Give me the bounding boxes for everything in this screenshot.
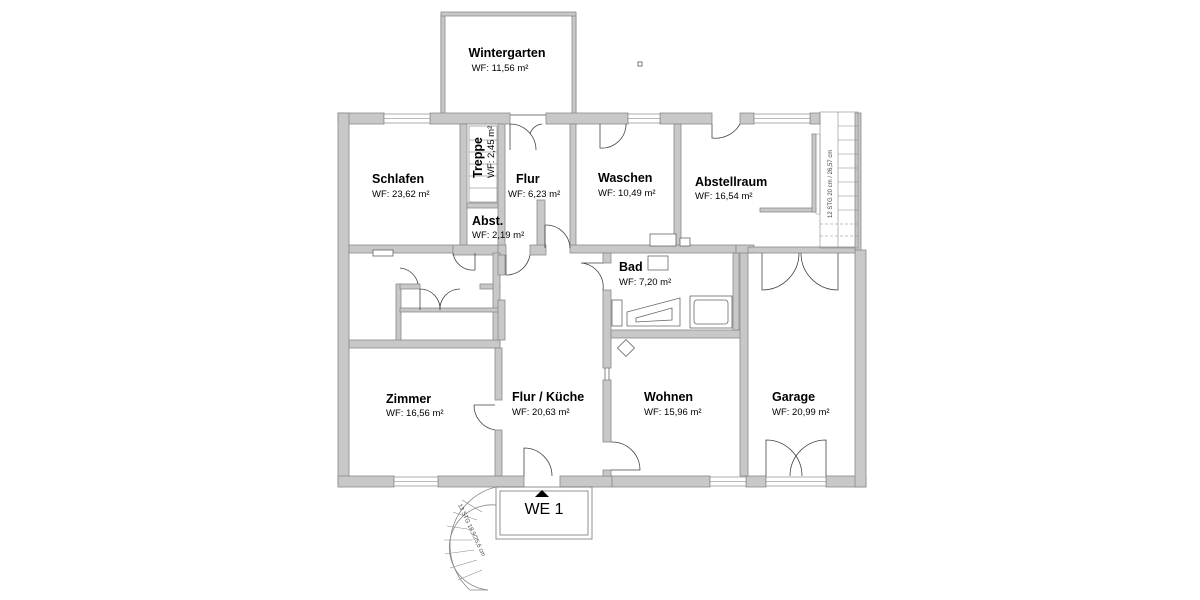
room-garage: Garage WF: 20,99 m² [772,390,830,418]
room-name: Abst. [472,214,503,228]
outer-walls [337,112,867,488]
room-area: WF: 7,20 m² [619,277,671,288]
room-area: WF: 20,63 m² [512,407,570,418]
room-area: WF: 2,45 m² [486,126,497,178]
entry-arrow-icon [535,490,549,497]
room-area: WF: 11,56 m² [472,63,529,74]
bathroom-fixtures [372,233,733,358]
room-name: Wohnen [644,390,693,404]
room-area: WF: 2,19 m² [472,230,524,241]
room-wintergarten: Wintergarten WF: 11,56 m² [469,46,546,74]
room-name: Schlafen [372,172,424,186]
room-name: Bad [619,260,643,274]
room-wohnen: Wohnen WF: 15,96 m² [644,390,702,418]
room-area: WF: 16,54 m² [695,191,753,202]
room-area: WF: 15,96 m² [644,407,702,418]
exterior-stair-right: 12 STG 20 cm / 26,57 cm [819,111,859,249]
room-area: WF: 23,62 m² [372,189,430,200]
interior-stair [468,125,498,203]
room-area: WF: 20,99 m² [772,407,830,418]
room-schlafen: Schlafen WF: 23,62 m² [372,172,430,200]
room-area: WF: 10,49 m² [598,188,656,199]
room-name: Abstellraum [695,175,767,189]
unit-label: WE 1 [524,501,563,518]
room-area: WF: 16,56 m² [386,408,444,419]
room-name: Waschen [598,171,652,185]
spiral-stair: 13 STG 16,9/25,6 cm [444,486,497,591]
room-abstellraum: Abstellraum WF: 16,54 m² [695,175,767,202]
doors [399,123,839,477]
room-waschen: Waschen WF: 10,49 m² [598,171,656,199]
room-name: Treppe [471,137,485,178]
room-flur: Flur WF: 6,23 m² [508,172,560,200]
room-zimmer: Zimmer WF: 16,56 m² [386,392,444,419]
room-bad: Bad WF: 7,20 m² [619,260,671,288]
room-name: Garage [772,390,815,404]
interior-walls [348,123,856,477]
room-treppe: Treppe WF: 2,45 m² [471,126,497,178]
room-name: Flur [516,172,540,186]
windows [383,113,827,487]
room-name: Wintergarten [469,46,546,60]
room-flur-kueche: Flur / Küche WF: 20,63 m² [512,390,584,418]
room-name: Flur / Küche [512,390,584,404]
entry-porch [495,486,593,540]
room-abst: Abst. WF: 2,19 m² [472,214,524,241]
room-name: Zimmer [386,392,431,406]
room-area: WF: 6,23 m² [508,189,560,200]
right-stair-note: 12 STG 20 cm / 26,57 cm [828,150,834,218]
